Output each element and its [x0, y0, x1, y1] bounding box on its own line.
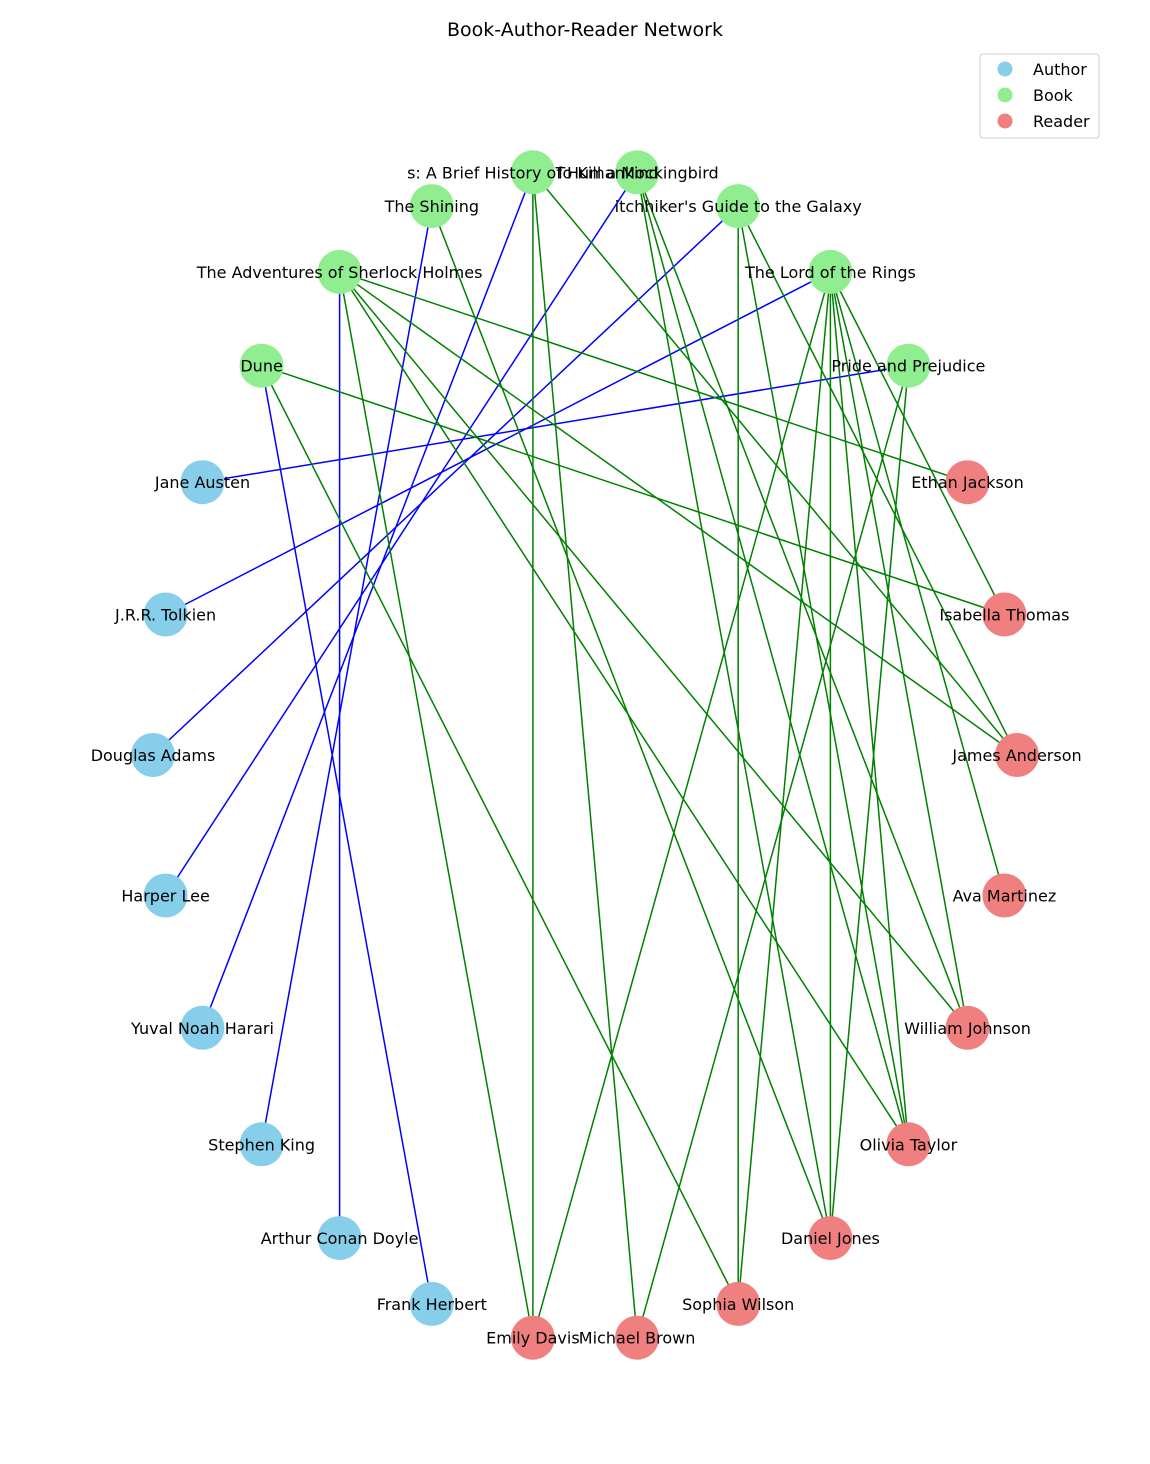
author-edge-hhg-da: [152, 205, 739, 756]
book-node-pp[interactable]: [886, 343, 931, 388]
reader-label-mb: Michael Brown: [579, 1329, 696, 1348]
edges-layer: [152, 171, 1018, 1338]
reader-label-ej: Ethan Jackson: [911, 473, 1023, 492]
reader-edge-sher-jan: [339, 271, 1018, 756]
reader-node-dj[interactable]: [808, 1216, 853, 1261]
reader-label-sw: Sophia Wilson: [682, 1295, 794, 1314]
author-node-hl[interactable]: [143, 873, 188, 918]
reader-edge-lotr-ot: [829, 271, 910, 1145]
author-node-jrr[interactable]: [143, 592, 188, 637]
book-node-hhg[interactable]: [716, 184, 761, 229]
reader-edge-hhg-ot: [737, 205, 910, 1145]
author-label-hl: Harper Lee: [121, 887, 209, 906]
reader-edge-sher-wj: [339, 271, 969, 1029]
author-edge-tkam-hl: [164, 171, 638, 896]
author-node-fh[interactable]: [409, 1281, 454, 1326]
reader-label-am: Ava Martinez: [953, 887, 1057, 906]
reader-node-jan[interactable]: [995, 733, 1039, 777]
author-node-ja[interactable]: [180, 460, 225, 505]
author-edge-sap-ynh: [201, 172, 534, 1029]
book-label-sap: s: A Brief History of Humankind: [407, 163, 659, 182]
nodes-layer: [131, 150, 1039, 1360]
reader-edge-shin-dj: [431, 205, 832, 1239]
book-label-tkam: To Kill a Mockingbird: [555, 163, 719, 182]
reader-edge-hhg-jan: [737, 205, 1018, 756]
reader-label-dj: Daniel Jones: [781, 1229, 880, 1248]
book-node-sher[interactable]: [317, 249, 362, 294]
reader-edge-lotr-am: [829, 271, 1006, 896]
author-label-ja: Jane Austen: [154, 473, 250, 492]
book-label-hhg: itchhiker's Guide to the Galaxy: [615, 197, 862, 216]
legend-label-author: Author: [1033, 60, 1087, 79]
reader-node-ej[interactable]: [945, 460, 990, 505]
book-label-dune: Dune: [240, 357, 282, 376]
reader-edge-pp-mb: [636, 365, 910, 1338]
author-node-ynh[interactable]: [180, 1005, 225, 1050]
book-node-shin[interactable]: [409, 184, 454, 229]
reader-label-jan: James Anderson: [951, 746, 1081, 765]
reader-edge-lotr-it: [829, 271, 1006, 615]
reader-edge-dune-sw: [260, 365, 739, 1305]
legend-marker-author: [997, 61, 1013, 77]
reader-edge-sher-ed: [338, 271, 534, 1338]
reader-node-am[interactable]: [982, 873, 1027, 918]
reader-node-ot[interactable]: [886, 1122, 931, 1167]
reader-label-ot: Olivia Taylor: [860, 1135, 958, 1154]
reader-edge-lotr-sw: [737, 271, 832, 1304]
author-edge-shin-sk: [260, 205, 433, 1145]
reader-node-ed[interactable]: [510, 1315, 555, 1360]
author-node-da[interactable]: [131, 733, 175, 777]
book-label-lotr: The Lord of the Rings: [744, 263, 916, 282]
reader-edge-sher-ot: [338, 271, 910, 1145]
legend-marker-reader: [997, 113, 1013, 129]
reader-edge-pp-dj: [829, 365, 910, 1239]
reader-edge-tkam-dj: [636, 172, 832, 1239]
author-label-acd: Arthur Conan Doyle: [261, 1229, 419, 1248]
legend-label-reader: Reader: [1033, 112, 1090, 131]
reader-node-it[interactable]: [982, 592, 1027, 637]
author-edge-lotr-jrr: [165, 271, 831, 616]
book-node-tkam[interactable]: [615, 150, 660, 195]
reader-edge-lotr-ed: [532, 271, 832, 1338]
legend-marker-book: [997, 87, 1013, 103]
labels-layer: Pride and Prejudice The Lord of the Rings…: [91, 163, 1082, 1347]
author-label-da: Douglas Adams: [91, 746, 216, 765]
reader-edge-dune-it: [261, 364, 1005, 616]
diagram-title: Book-Author-Reader Network: [447, 19, 723, 41]
reader-node-mb[interactable]: [615, 1315, 660, 1360]
reader-edge-sher-ej: [339, 271, 968, 483]
author-label-ynh: Yuval Noah Harari: [130, 1019, 274, 1038]
reader-edge-tkam-ot: [636, 172, 910, 1145]
book-label-shin: The Shining: [384, 197, 479, 216]
reader-edge-lotr-wj: [829, 271, 969, 1028]
author-label-fh: Frank Herbert: [377, 1295, 487, 1314]
reader-node-wj[interactable]: [945, 1005, 990, 1050]
legend-label-book: Book: [1033, 86, 1074, 105]
book-node-dune[interactable]: [239, 343, 284, 388]
author-label-sk: Stephen King: [208, 1135, 315, 1154]
reader-edge-sap-mb: [532, 172, 638, 1338]
author-label-jrr: J.R.R. Tolkien: [114, 606, 216, 625]
book-node-sap[interactable]: [510, 150, 555, 195]
reader-label-ed: Emily Davis: [486, 1329, 580, 1348]
book-node-lotr[interactable]: [808, 249, 853, 294]
reader-edge-sap-jan: [532, 171, 1018, 756]
reader-edge-tkam-wj: [636, 172, 969, 1029]
author-edge-dune-fh: [260, 365, 433, 1305]
book-label-sher: The Adventures of Sherlock Holmes: [196, 263, 483, 282]
author-node-acd[interactable]: [317, 1216, 362, 1261]
reader-node-sw[interactable]: [716, 1281, 761, 1326]
reader-label-wj: William Johnson: [904, 1019, 1031, 1038]
reader-label-it: Isabella Thomas: [939, 606, 1069, 625]
author-node-sk[interactable]: [239, 1122, 284, 1167]
book-label-pp: Pride and Prejudice: [831, 357, 985, 376]
